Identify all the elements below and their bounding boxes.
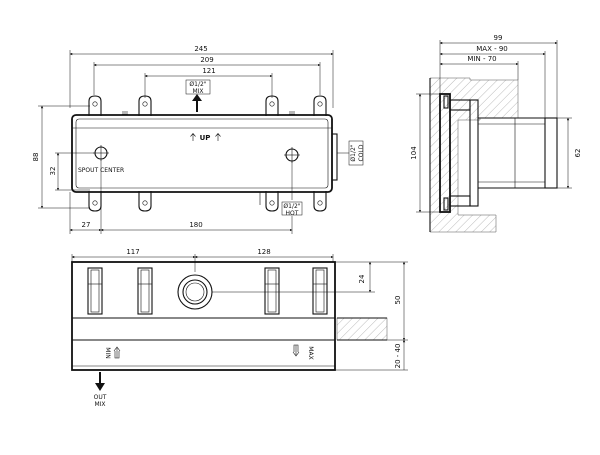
top-view: 245 209 121 Ø1/2" MIX (32, 45, 365, 234)
dim-wall-range-label: 20 - 40 (394, 344, 402, 369)
dim-front-top: 117 128 (71, 248, 334, 272)
mix-outlet-callout: Ø1/2" MIX (185, 79, 211, 112)
cold-size-label: Ø1/2" (350, 144, 357, 161)
cold-port-callout: Ø1/2" COLD (337, 140, 365, 166)
dim-side-max-label: MAX - 90 (476, 45, 508, 53)
cold-label: COLD (358, 144, 365, 161)
bracket (88, 95, 102, 116)
dim-mix-spacing: 121 (144, 67, 273, 98)
bracket (138, 95, 152, 116)
dim-side-outlet: 62 (557, 117, 582, 189)
dim-side-max: MAX - 90 (439, 45, 546, 118)
dim-spout-center-label: 32 (49, 167, 57, 176)
dim-front-right-side: 24 50 20 - 40 (335, 261, 408, 371)
dim-side-height: 104 (410, 93, 440, 213)
bracket (138, 191, 152, 212)
hot-port-callout: Ø1/2" HOT (281, 161, 303, 217)
outlet-port (177, 274, 375, 310)
wall-section (429, 77, 519, 233)
dim-hot-offset-label: 180 (189, 221, 202, 229)
bracket (313, 95, 327, 116)
out-mix-indicator: OUT MIX (94, 372, 107, 408)
hot-size-label: Ø1/2" (283, 203, 300, 210)
max-label: MAX (307, 346, 314, 359)
out-label: OUT (94, 394, 107, 401)
up-arrow-icon (215, 133, 221, 141)
dim-inner-width: 209 (93, 56, 321, 95)
dim-front-left-label: 117 (126, 248, 139, 256)
out-mix-label: MIX (94, 401, 105, 408)
up-arrow-icon (190, 133, 196, 141)
front-view: 117 128 (71, 248, 408, 408)
bracket (265, 95, 279, 116)
mix-arrow-icon (192, 94, 202, 101)
up-arrow-icon (113, 346, 121, 359)
valve-body-top (71, 114, 338, 205)
down-arrow-icon (95, 383, 105, 391)
min-label: MIN (104, 347, 111, 358)
dim-height: 88 (32, 105, 90, 209)
dim-outlet-offset-label: 24 (358, 274, 366, 283)
side-view: 99 MAX - 90 MIN - 70 104 62 (410, 34, 582, 233)
bracket (88, 191, 102, 212)
dim-overall-width: 245 (69, 45, 334, 108)
hot-label: HOT (286, 210, 299, 217)
dim-side-height-label: 104 (410, 146, 418, 160)
down-arrow-icon (292, 344, 300, 357)
dim-depth-label: 50 (394, 296, 402, 305)
wall-finish-front (336, 317, 388, 341)
valve-body-section (439, 93, 558, 213)
dim-side-total-label: 99 (494, 34, 503, 42)
bracket (313, 191, 327, 212)
dim-mix-spacing-label: 121 (202, 67, 215, 75)
up-label: UP (200, 134, 211, 142)
mix-size-label: Ø1/2" (189, 81, 206, 88)
dim-side-outlet-label: 62 (574, 149, 582, 158)
min-max-markings: MIN MAX (104, 344, 314, 360)
dim-side-min: MIN - 70 (439, 55, 519, 80)
dim-overall-width-label: 245 (194, 45, 207, 53)
dim-left-offset-label: 27 (82, 221, 91, 229)
dim-bottom-offsets: 27 180 (69, 160, 293, 234)
dim-front-right-label: 128 (257, 248, 270, 256)
bracket (265, 191, 279, 212)
dim-spout-center: 32 (49, 152, 94, 191)
top-brackets (88, 95, 327, 116)
dim-height-label: 88 (32, 153, 40, 162)
valve-body-front (71, 261, 336, 371)
mix-label: MIX (192, 88, 203, 95)
up-indicator: UP (190, 133, 221, 142)
dim-inner-width-label: 209 (200, 56, 213, 64)
hot-port (284, 147, 300, 163)
dim-side-total: 99 (439, 34, 558, 118)
dim-side-min-label: MIN - 70 (467, 55, 496, 63)
